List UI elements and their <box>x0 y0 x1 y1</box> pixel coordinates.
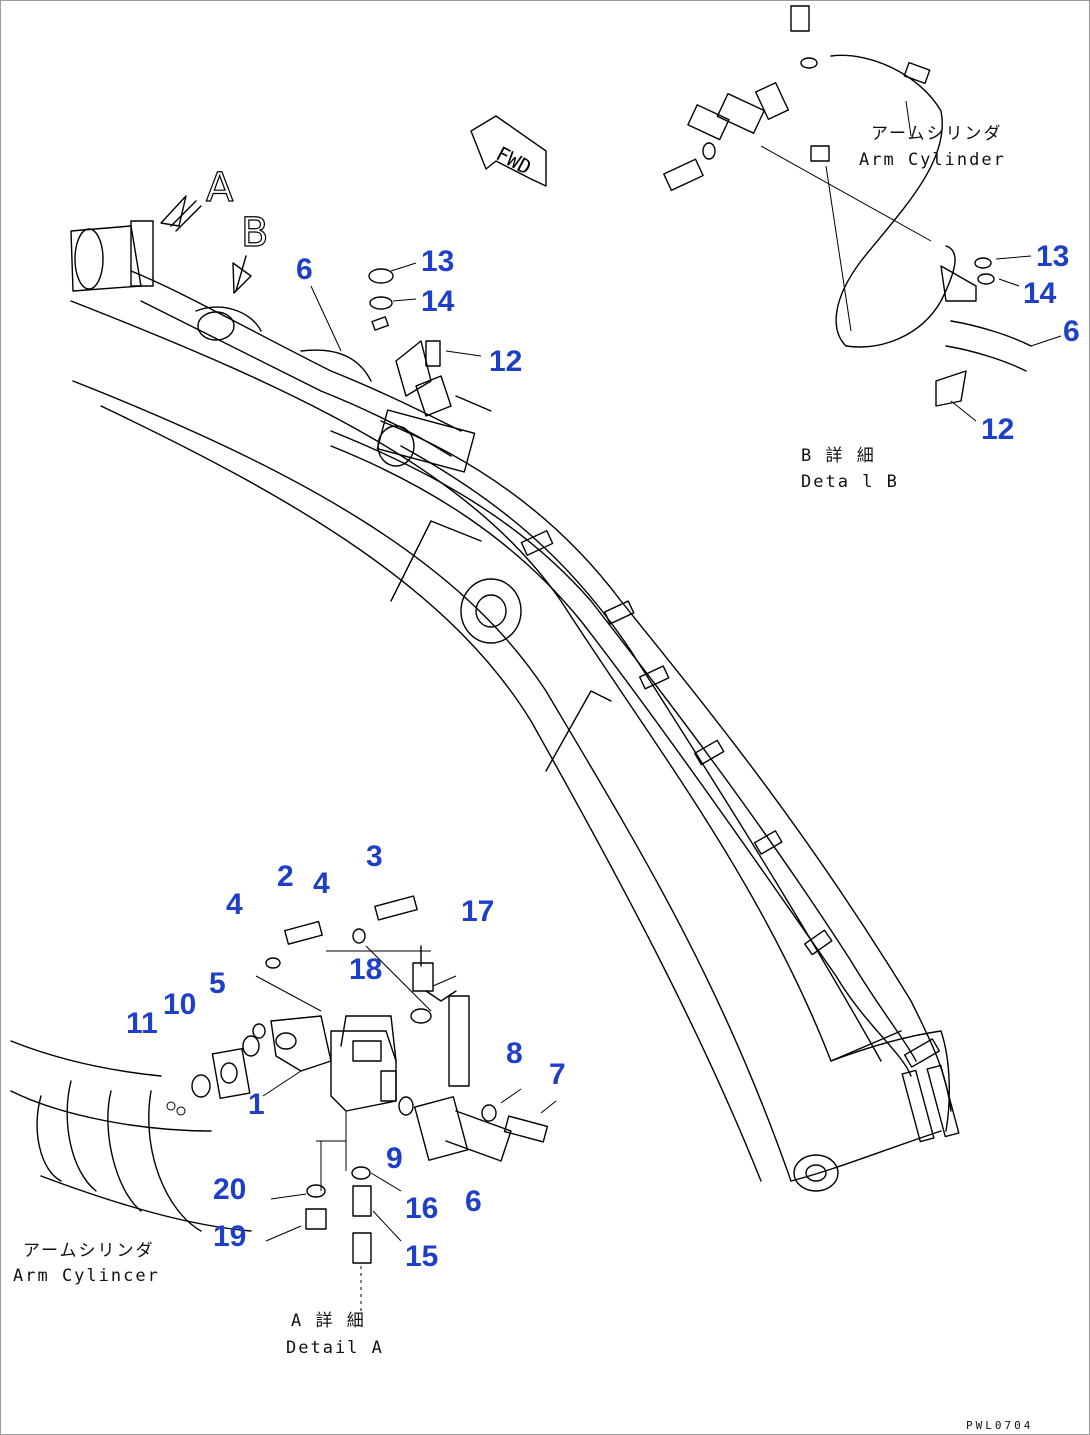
callout-3: 3 <box>366 840 383 873</box>
view-arrow-a <box>160 195 202 232</box>
callout-13-main: 13 <box>421 245 454 278</box>
callout-10: 10 <box>163 988 196 1021</box>
callout-5: 5 <box>209 967 226 1000</box>
hose-run <box>130 270 917 1077</box>
callout-17: 17 <box>461 895 494 928</box>
callout-11: 11 <box>126 1007 158 1040</box>
callout-20: 20 <box>213 1173 246 1206</box>
callout-6-detail-a: 6 <box>465 1185 482 1218</box>
callout-2: 2 <box>277 860 294 893</box>
detail-b-arm-cylinder-jp: アームシリンダ <box>871 124 1002 144</box>
callout-6-detail-b: 6 <box>1063 315 1080 348</box>
callout-7: 7 <box>549 1058 566 1091</box>
detail-b-title-jp: B 詳 細 <box>801 446 876 466</box>
callout-18: 18 <box>349 953 382 986</box>
callout-19: 19 <box>213 1220 246 1253</box>
callout-13-detail-b: 13 <box>1036 240 1069 273</box>
callout-14-main: 14 <box>421 285 455 318</box>
callout-1: 1 <box>248 1088 265 1121</box>
detail-a-arm-cylinder-en: Arm Cylincer <box>13 1266 160 1286</box>
view-letter-a: A <box>206 165 234 211</box>
hose-clamps <box>520 530 960 1143</box>
callout-16: 16 <box>405 1192 438 1225</box>
detail-a-drawing <box>10 895 557 1311</box>
detail-a-title-en: Detail A <box>286 1338 384 1358</box>
detail-a-title-jp: A 詳 細 <box>291 1311 366 1331</box>
callout-12-detail-b: 12 <box>981 413 1014 446</box>
fastener-stack-main <box>310 262 482 367</box>
callout-9: 9 <box>386 1142 403 1175</box>
callout-6-main: 6 <box>296 253 313 286</box>
detail-b-drawing <box>663 5 1062 422</box>
drawing-code: PWL0704 <box>966 1419 1033 1432</box>
detail-b-arm-cylinder-en: Arm Cylinder <box>859 150 1006 170</box>
callout-14-detail-b: 14 <box>1023 277 1057 310</box>
callout-15: 15 <box>405 1240 438 1273</box>
view-letter-b: B <box>241 210 268 256</box>
detail-a-arm-cylinder-jp: アームシリンダ <box>23 1241 154 1261</box>
detail-b-title-en: Deta l B <box>801 472 899 492</box>
callout-4-left: 4 <box>226 888 243 921</box>
arm-cylinder-top <box>70 220 492 473</box>
fwd-label: FWD <box>492 141 535 179</box>
callout-12-main: 12 <box>489 345 522 378</box>
callout-8: 8 <box>506 1037 523 1070</box>
fwd-arrow: FWD <box>470 115 547 187</box>
callout-4-right: 4 <box>313 867 330 900</box>
view-arrow-b <box>232 255 252 294</box>
